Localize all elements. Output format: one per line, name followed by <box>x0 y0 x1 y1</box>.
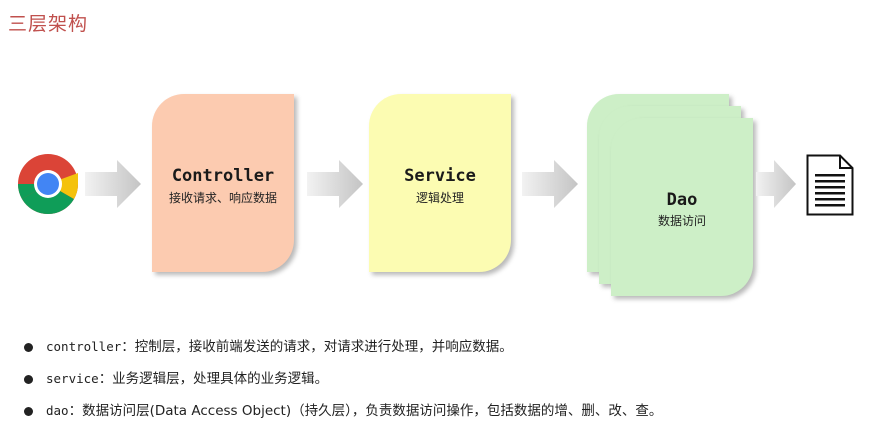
arrow-dao-to-storage <box>756 160 796 208</box>
page-title: 三层架构 <box>8 13 89 35</box>
arrow-client-to-controller <box>85 160 141 208</box>
dao-title: Dao <box>666 190 698 210</box>
arrow-controller-to-service <box>307 160 363 208</box>
arrow-service-to-dao <box>522 160 578 208</box>
controller-title: Controller <box>171 166 275 186</box>
controller-desc: 接收请求、响应数据 <box>168 191 277 205</box>
list-item-dao: dao：数据访问层(Data Access Object)（持久层），负责数据访… <box>24 400 662 432</box>
term-controller: controller <box>46 339 122 354</box>
controller-layer: Controller 接收请求、响应数据 <box>152 94 294 272</box>
term-service: service <box>46 371 99 386</box>
chrome-browser-icon <box>17 154 79 214</box>
service-title: Service <box>404 166 476 186</box>
service-desc: 逻辑处理 <box>415 191 464 205</box>
term-dao: dao <box>46 403 69 418</box>
desc-controller: ：控制层，接收前端发送的请求，对请求进行处理，并响应数据。 <box>121 339 513 355</box>
desc-dao: ：数据访问层(Data Access Object)（持久层），负责数据访问操作… <box>68 403 663 419</box>
document-icon <box>806 154 854 216</box>
service-layer: Service 逻辑处理 <box>369 94 511 272</box>
layer-description-list: controller：控制层，接收前端发送的请求，对请求进行处理，并响应数据。 … <box>24 336 662 432</box>
dao-layer: Dao 数据访问 <box>611 118 753 296</box>
list-item-service: service：业务逻辑层，处理具体的业务逻辑。 <box>24 368 662 400</box>
desc-service: ：业务逻辑层，处理具体的业务逻辑。 <box>98 371 329 387</box>
dao-desc: 数据访问 <box>657 214 706 228</box>
list-item-controller: controller：控制层，接收前端发送的请求，对请求进行处理，并响应数据。 <box>24 336 662 368</box>
